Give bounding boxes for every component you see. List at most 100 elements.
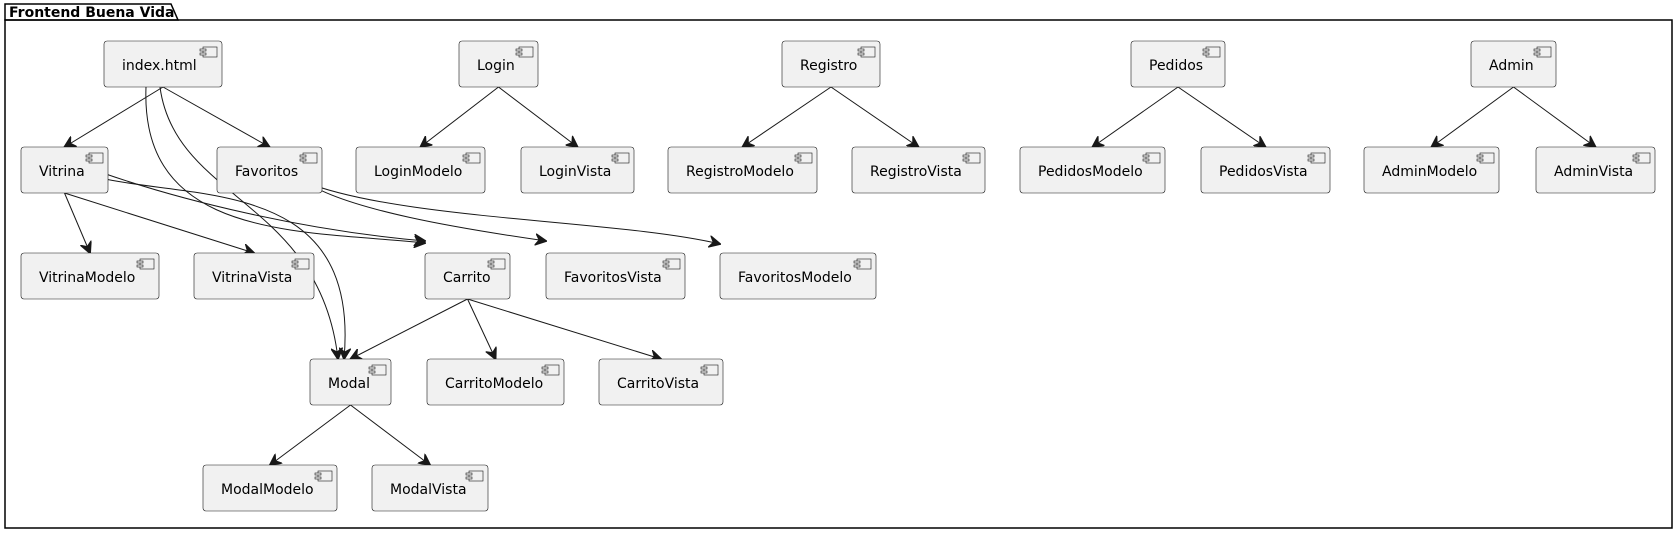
component-admin: Admin <box>1470 40 1557 88</box>
component-favoritosVista: FavoritosVista <box>545 252 686 300</box>
component-adminModelo: AdminModelo <box>1363 146 1500 194</box>
component-label: VitrinaVista <box>212 270 292 286</box>
component-carrito: Carrito <box>424 252 511 300</box>
component-label: LoginVista <box>539 164 611 180</box>
edge-index-to-vitrina <box>65 86 164 147</box>
component-box <box>193 252 315 300</box>
component-box <box>1470 40 1557 88</box>
component-carritoVista: CarritoVista <box>598 358 724 406</box>
component-icon <box>515 46 534 58</box>
edge-login-to-loginModelo <box>421 86 499 147</box>
edge-index-to-carrito <box>145 86 425 243</box>
component-label: RegistroVista <box>870 164 962 180</box>
component-icon <box>962 152 981 164</box>
edge-carrito-to-carritoModelo <box>467 298 496 359</box>
component-index: index.html <box>103 40 223 88</box>
component-label: Vitrina <box>39 164 85 180</box>
component-label: ModalVista <box>390 482 467 498</box>
component-box <box>719 252 877 300</box>
edge-pedidos-to-pedidosVista <box>1177 86 1266 147</box>
component-label: Pedidos <box>1149 58 1203 74</box>
component-label: AdminVista <box>1554 164 1633 180</box>
component-box <box>545 252 686 300</box>
component-icon <box>1533 46 1552 58</box>
edge-modal-to-modalModelo <box>270 404 351 465</box>
component-vitrinaModelo: VitrinaModelo <box>20 252 160 300</box>
component-modal: Modal <box>309 358 392 406</box>
component-box <box>103 40 223 88</box>
edge-favoritos-to-favoritosModelo <box>304 181 720 244</box>
edge-login-to-loginVista <box>498 86 578 147</box>
edge-admin-to-adminVista <box>1513 86 1596 147</box>
component-box <box>1535 146 1656 194</box>
component-box <box>20 146 109 194</box>
component-box <box>371 464 489 512</box>
component-login: Login <box>458 40 539 88</box>
component-loginVista: LoginVista <box>520 146 635 194</box>
component-icon <box>794 152 813 164</box>
component-box <box>426 358 565 406</box>
component-label: Registro <box>800 58 857 74</box>
component-vitrina: Vitrina <box>20 146 109 194</box>
component-box <box>1363 146 1500 194</box>
component-label: LoginModelo <box>374 164 462 180</box>
component-label: PedidosVista <box>1219 164 1308 180</box>
component-label: FavoritosModelo <box>738 270 852 286</box>
edge-index-to-modal <box>159 86 338 359</box>
component-loginModelo: LoginModelo <box>355 146 486 194</box>
component-label: CarritoVista <box>617 376 699 392</box>
component-modalVista: ModalVista <box>371 464 489 512</box>
component-box <box>520 146 635 194</box>
edge-vitrina-to-vitrinaModelo <box>64 192 91 253</box>
component-registroVista: RegistroVista <box>851 146 986 194</box>
component-adminVista: AdminVista <box>1535 146 1656 194</box>
component-icon <box>1307 152 1326 164</box>
component-modalModelo: ModalModelo <box>202 464 338 512</box>
edge-registro-to-registroModelo <box>743 86 832 147</box>
component-box <box>1130 40 1226 88</box>
edge-index-to-favoritos <box>162 86 270 147</box>
component-box <box>216 146 323 194</box>
edge-modal-to-modalVista <box>350 404 431 465</box>
component-icon <box>487 258 506 270</box>
component-icon <box>857 46 876 58</box>
component-icon <box>853 258 872 270</box>
component-icon <box>1202 46 1221 58</box>
component-nodes: index.html Login Registro Pedidos AdminVitri… <box>20 40 1656 512</box>
component-icon <box>465 470 484 482</box>
component-box <box>1200 146 1331 194</box>
component-icon <box>199 46 218 58</box>
component-pedidos: Pedidos <box>1130 40 1226 88</box>
component-icon <box>462 152 481 164</box>
edge-vitrina-to-modal <box>99 177 345 359</box>
component-icon <box>136 258 155 270</box>
component-label: Admin <box>1489 58 1534 74</box>
component-box <box>598 358 724 406</box>
component-label: PedidosModelo <box>1038 164 1143 180</box>
component-pedidosModelo: PedidosModelo <box>1019 146 1166 194</box>
component-favoritosModelo: FavoritosModelo <box>719 252 877 300</box>
component-carritoModelo: CarritoModelo <box>426 358 565 406</box>
edge-admin-to-adminModelo <box>1432 86 1514 147</box>
component-box <box>20 252 160 300</box>
component-icon <box>662 258 681 270</box>
component-box <box>424 252 511 300</box>
edge-carrito-to-carritoVista <box>467 298 662 359</box>
package-body <box>4 19 1673 529</box>
component-pedidosVista: PedidosVista <box>1200 146 1331 194</box>
component-icon <box>314 470 333 482</box>
component-favoritos: Favoritos <box>216 146 323 194</box>
component-icon <box>1476 152 1495 164</box>
component-label: CarritoModelo <box>445 376 543 392</box>
component-label: RegistroModelo <box>686 164 794 180</box>
component-icon <box>299 152 318 164</box>
component-icon <box>291 258 310 270</box>
package-title: Frontend Buena Vida <box>9 5 174 21</box>
component-label: ModalModelo <box>221 482 314 498</box>
edge-vitrina-to-vitrinaVista <box>64 192 255 253</box>
component-vitrinaVista: VitrinaVista <box>193 252 315 300</box>
edge-registro-to-registroVista <box>830 86 919 147</box>
component-icon <box>368 364 387 376</box>
component-label: Modal <box>328 376 370 392</box>
package-frame: Frontend Buena Vida <box>4 3 1673 529</box>
